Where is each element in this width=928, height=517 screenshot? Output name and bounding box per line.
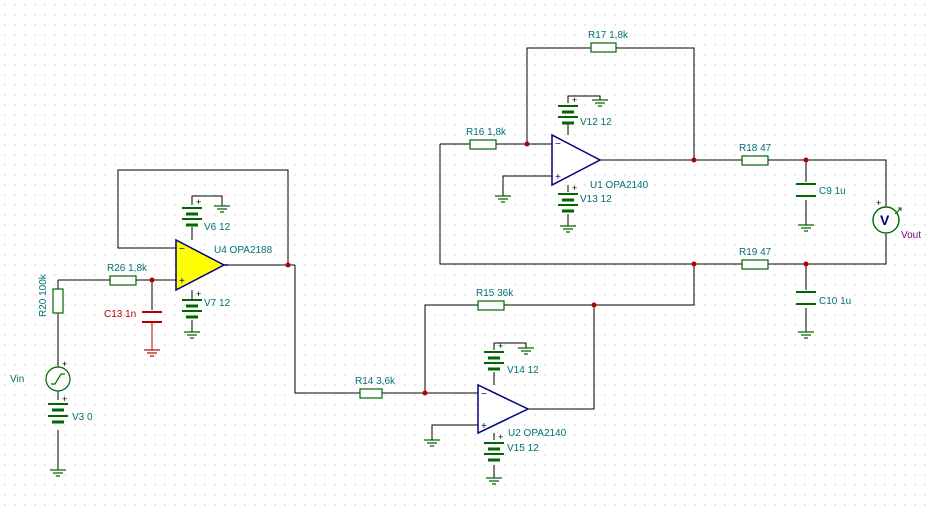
junction-dot (691, 261, 697, 267)
ground-icon (560, 225, 576, 233)
ground-icon (424, 439, 440, 447)
label-v7: V7 12 (204, 298, 231, 309)
signal-source-vin[interactable]: + (45, 359, 71, 392)
resistors (52, 42, 769, 399)
ground-icon (798, 331, 814, 339)
voltmeter-vout[interactable]: V + (872, 198, 902, 234)
label-r19: R19 47 (739, 247, 772, 258)
label-r20: R20 100k (38, 273, 49, 317)
svg-text:−: − (179, 244, 185, 255)
label-r14: R14 3,6k (355, 376, 396, 387)
label-u4: U4 OPA2188 (214, 245, 273, 256)
battery-v7[interactable]: + (182, 289, 202, 319)
svg-text:+: + (498, 341, 503, 351)
voltmeter-icon: V (880, 212, 890, 228)
resistor-r18[interactable] (741, 155, 769, 166)
junction-dot (422, 390, 428, 396)
junction-dot (524, 141, 530, 147)
capacitor-c9[interactable] (796, 183, 816, 197)
svg-text:−: − (481, 389, 487, 400)
resistor-r26[interactable] (109, 275, 137, 286)
junction-dot (691, 157, 697, 163)
label-r18: R18 47 (739, 143, 772, 154)
label-c13: C13 1n (104, 309, 136, 320)
label-v12: V12 12 (580, 117, 612, 128)
capacitor-c13[interactable] (142, 311, 162, 357)
junction-dot (803, 261, 809, 267)
junction-dot (591, 302, 597, 308)
junction-dot (803, 157, 809, 163)
svg-text:+: + (876, 198, 881, 208)
label-c10: C10 1u (819, 296, 851, 307)
ground-symbols (50, 99, 814, 485)
junction-dot (285, 262, 291, 268)
label-v13: V13 12 (580, 194, 612, 205)
label-r15: R15 36k (476, 288, 514, 299)
resistor-r19[interactable] (741, 259, 769, 270)
ground-icon (798, 224, 814, 232)
label-v6: V6 12 (204, 222, 231, 233)
svg-text:+: + (62, 359, 67, 369)
svg-text:+: + (481, 421, 487, 432)
svg-text:+: + (555, 172, 561, 183)
svg-text:+: + (179, 276, 185, 287)
opamp-u2[interactable]: − + (477, 383, 530, 435)
ground-icon (50, 469, 66, 477)
label-v14: V14 12 (507, 365, 539, 376)
junctions (149, 141, 809, 396)
resistor-r17[interactable] (590, 42, 617, 53)
ground-icon (184, 331, 200, 339)
battery-v12[interactable]: + (558, 95, 578, 125)
battery-v13[interactable]: + (558, 183, 578, 213)
label-v15: V15 12 (507, 443, 539, 454)
resistor-r20[interactable] (52, 288, 64, 314)
svg-text:−: − (555, 139, 561, 150)
ground-icon (486, 477, 502, 485)
resistor-r14[interactable] (359, 388, 383, 399)
label-r26: R26 1,8k (107, 263, 148, 274)
ground-icon (495, 195, 511, 203)
capacitor-c10[interactable] (796, 291, 816, 305)
junction-dot (149, 277, 155, 283)
svg-text:+: + (196, 197, 201, 207)
label-c9: C9 1u (819, 186, 846, 197)
battery-v15[interactable]: + (484, 432, 504, 462)
opamp-u1[interactable]: − + (551, 133, 602, 187)
component-labels: R17 1,8k R16 1,8k R18 47 R19 47 R15 36k … (10, 30, 921, 454)
label-r17: R17 1,8k (588, 30, 629, 41)
svg-text:+: + (572, 183, 577, 193)
battery-v14[interactable]: + (484, 341, 504, 371)
svg-text:+: + (572, 95, 577, 105)
ground-icon (518, 347, 534, 355)
label-u2: U2 OPA2140 (508, 428, 567, 439)
svg-text:+: + (62, 394, 67, 404)
label-vout: Vout (901, 230, 921, 241)
label-u1: U1 OPA2140 (590, 180, 649, 191)
battery-v6[interactable]: + (182, 197, 202, 227)
svg-text:+: + (498, 432, 503, 442)
resistor-r15[interactable] (477, 300, 505, 311)
resistor-r16[interactable] (469, 139, 497, 150)
label-r16: R16 1,8k (466, 127, 507, 138)
ground-icon (592, 99, 608, 107)
ground-icon (214, 205, 230, 213)
label-vin: Vin (10, 374, 24, 385)
opamp-u4[interactable]: − + (175, 238, 228, 292)
label-v3: V3 0 (72, 412, 93, 423)
battery-v3[interactable]: + (48, 394, 68, 424)
svg-text:+: + (196, 289, 201, 299)
